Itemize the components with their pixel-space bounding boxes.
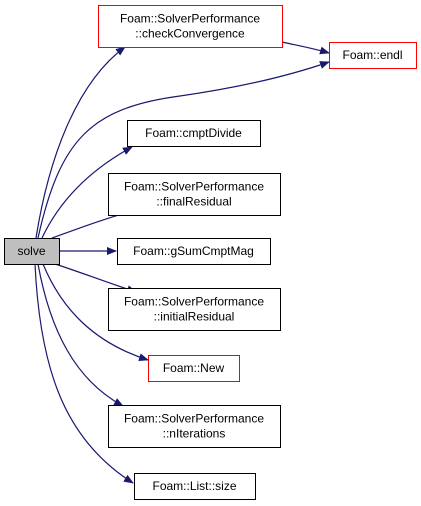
node-label: Foam::SolverPerformance [124,295,264,309]
node-box[interactable] [329,42,417,69]
node-label: Foam::SolverPerformance [124,180,264,194]
node-box[interactable] [108,405,281,448]
node-label: ::checkConvergence [135,27,245,41]
node-new[interactable]: Foam::New [148,355,240,382]
edge-solve-to-endl [37,61,330,239]
node-box[interactable] [108,288,281,331]
nodes: solve Foam::SolverPerformance::checkConv… [4,5,417,500]
node-label: Foam::New [163,361,225,375]
edges [34,41,330,484]
edge-solve-to-check [35,46,126,239]
node-label: Foam::gSumCmptMag [133,244,254,258]
node-box[interactable] [108,173,281,216]
node-box[interactable] [98,5,283,48]
node-label: Foam::cmptDivide [145,126,242,140]
node-label: ::nIterations [163,427,226,441]
node-gsum-cmpt-mag[interactable]: Foam::gSumCmptMag [117,238,271,265]
node-label: Foam::SolverPerformance [120,12,260,26]
node-initial-residual[interactable]: Foam::SolverPerformance::initialResidual [108,288,281,331]
node-n-iterations[interactable]: Foam::SolverPerformance::nIterations [108,405,281,448]
node-label: solve [17,244,45,258]
edge-solve-to-cmpt [41,146,133,239]
node-box[interactable] [148,355,240,382]
node-list-size[interactable]: Foam::List::size [134,473,256,500]
node-box[interactable] [127,120,261,147]
edge-solve-to-niter [37,263,124,407]
node-final-residual[interactable]: Foam::SolverPerformance::finalResidual [108,173,281,216]
node-endl[interactable]: Foam::endl [329,42,417,69]
node-label: ::initialResidual [154,310,235,324]
node-label: Foam::List::size [152,479,236,493]
edge-check-to-endl [281,41,330,55]
node-label: Foam::endl [342,48,402,62]
node-check-convergence[interactable]: Foam::SolverPerformance::checkConvergenc… [98,5,283,48]
node-box [4,238,60,265]
node-solve: solve [4,238,60,265]
edge-solve-to-new [42,263,149,362]
edge-solve-to-initial [51,262,137,293]
node-box[interactable] [134,473,256,500]
node-box[interactable] [117,238,271,265]
node-cmpt-divide[interactable]: Foam::cmptDivide [127,120,261,147]
node-label: Foam::SolverPerformance [124,412,264,426]
node-label: ::finalResidual [156,195,231,209]
edge-solve-to-size [34,263,134,484]
